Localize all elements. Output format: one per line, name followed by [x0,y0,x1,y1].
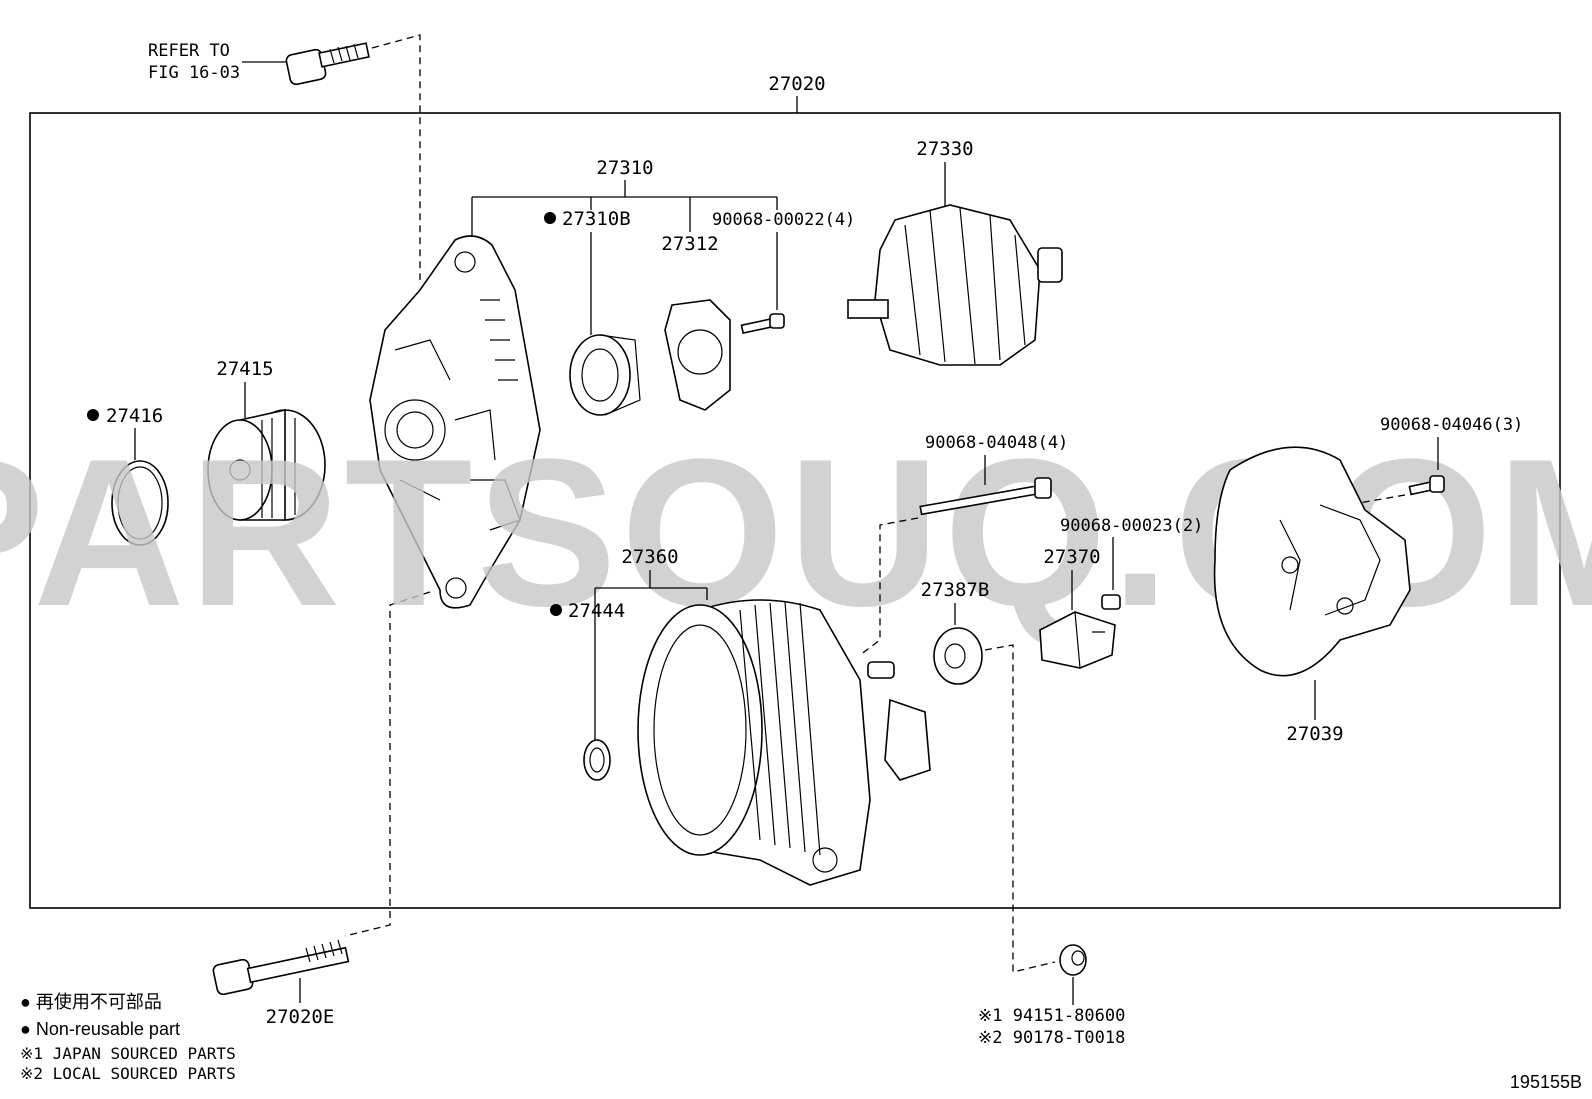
non-reusable-marker-27416 [87,409,99,421]
screw-00022-icon[interactable] [740,313,785,334]
non-reusable-marker-27310B [544,212,556,224]
label-27360[interactable]: 27360 [621,546,678,568]
rear-cover-part[interactable] [1213,446,1411,677]
terminal-cover-part[interactable] [933,627,983,685]
label-27310B[interactable]: 27310B [562,208,631,230]
screw-04046-icon[interactable] [1408,475,1445,496]
label-27444[interactable]: 27444 [568,600,625,622]
bearing-retainer-part[interactable] [664,299,731,411]
seal-ring-part[interactable] [111,460,169,546]
non-reusable-marker-27444 [550,604,562,616]
label-27330[interactable]: 27330 [916,138,973,160]
label-27039[interactable]: 27039 [1286,723,1343,745]
label-27370[interactable]: 27370 [1043,546,1100,568]
mounting-bolt-icon[interactable] [212,939,350,996]
washer-part[interactable] [583,739,611,781]
label-27310[interactable]: 27310 [596,157,653,179]
label-90068-04046[interactable]: 90068-04046(3) [1380,415,1523,435]
alt-part-line2[interactable]: ※2 90178-T0018 [978,1028,1125,1048]
label-27020E[interactable]: 27020E [266,1006,335,1028]
label-27387B[interactable]: 27387B [921,579,990,601]
label-90068-00022[interactable]: 90068-00022(4) [712,210,855,230]
label-27416[interactable]: 27416 [106,405,163,427]
through-bolt-icon[interactable] [919,477,1052,516]
legend-jp: ● 再使用不可部品 [20,992,162,1012]
label-27415[interactable]: 27415 [216,358,273,380]
screw-00023-icon[interactable] [1101,594,1121,610]
assembly-frame [29,112,1561,909]
assembly-label[interactable]: 27020 [768,73,825,95]
alt-part-line1[interactable]: ※1 94151-80600 [978,1006,1125,1026]
figure-id: 195155B [1510,1072,1582,1092]
refer-to-line1[interactable]: REFER TO [148,41,230,61]
brush-holder-part[interactable] [1039,611,1116,669]
pulley-part[interactable] [207,409,326,521]
nut-icon[interactable] [1059,944,1087,976]
refer-bolt-icon[interactable] [285,42,370,86]
legend-note2: ※2 LOCAL SOURCED PARTS [20,1064,236,1083]
label-27312[interactable]: 27312 [661,233,718,255]
bearing-part[interactable] [569,334,641,416]
rear-frame-part[interactable] [369,235,541,609]
drive-end-frame-part[interactable] [637,599,931,886]
label-90068-04048[interactable]: 90068-04048(4) [925,433,1068,453]
refer-to-line2[interactable]: FIG 16-03 [148,63,240,83]
legend-note1: ※1 JAPAN SOURCED PARTS [20,1044,236,1063]
legend-en: ● Non-reusable part [20,1019,180,1039]
rotor-part[interactable] [847,204,1063,366]
label-90068-00023[interactable]: 90068-00023(2) [1060,516,1203,536]
